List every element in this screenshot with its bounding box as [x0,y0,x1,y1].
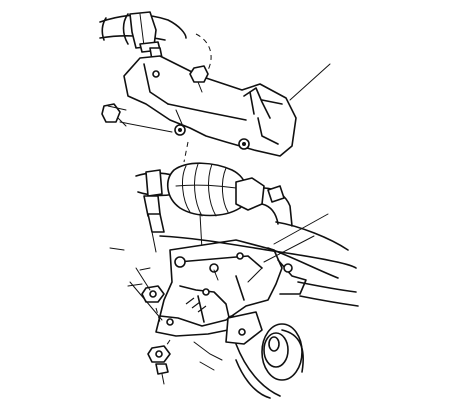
cover-shield [124,56,296,156]
callout-leader-bracket-left [130,282,162,320]
callout-leader-nut [136,268,150,290]
side-bolt-leader [120,122,172,132]
callout-leaders [108,64,330,320]
cover-bolt [190,66,208,92]
upper-hose-with-clamp [100,12,186,52]
callout-leader-bracket-right [264,236,314,262]
callout-leader-filter [248,268,262,282]
bracket-nut [142,286,164,302]
bracket-leader [214,270,218,280]
upper-guide-line [196,34,211,70]
mounting-bracket [156,240,282,336]
bottom-nut [148,346,170,362]
bracket-guide-line [156,308,160,322]
bottom-bolt [156,364,168,384]
callout-leader-frame [274,214,328,244]
bottom-guide-line [166,340,170,346]
lower-bracket-plate [226,312,262,344]
pulley-drum [194,324,303,398]
callout-leader-bolt [108,106,126,110]
background-frame [110,222,358,306]
cover-guide-line [184,142,188,162]
callout-leader-cover [290,64,330,100]
fuel-filter-assembly [136,163,292,252]
filter-leader [200,214,202,250]
